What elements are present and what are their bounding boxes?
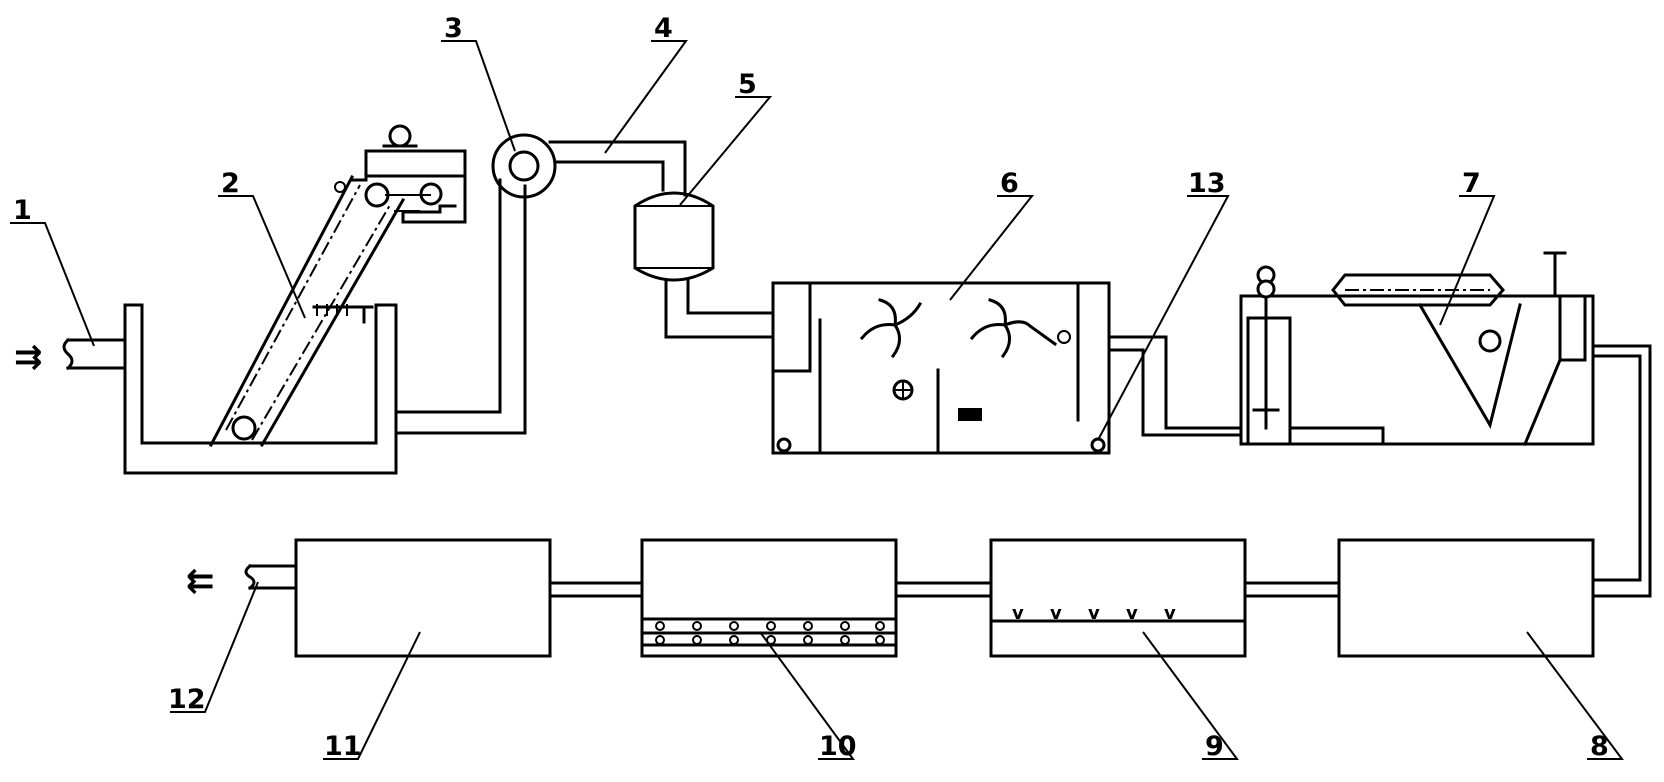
label-2: 2	[221, 168, 240, 199]
label-8: 8	[1590, 731, 1609, 762]
label-1: 1	[13, 195, 32, 226]
label-9: 9	[1205, 731, 1224, 762]
svg-text:v: v	[1012, 603, 1024, 624]
inlet-pipe: ⇉	[14, 337, 127, 377]
label-4: 4	[654, 13, 673, 44]
bar-screen-conveyor	[208, 124, 467, 448]
tank-8	[1337, 538, 1595, 658]
reaction-tank	[771, 281, 1111, 455]
upper-roller-icon	[364, 182, 390, 208]
leader-lines	[10, 40, 1624, 760]
lower-roller-icon	[231, 415, 257, 441]
pipe-4	[548, 140, 687, 197]
screen-tank	[123, 303, 398, 475]
pipe-6-7	[1107, 335, 1243, 437]
label-12: 12	[168, 684, 206, 715]
label-5: 5	[738, 69, 757, 100]
svg-text:v: v	[1050, 603, 1062, 624]
sensor-icon	[958, 408, 982, 421]
outlet-pipe: ⇇	[186, 561, 298, 601]
pipe-9-10	[894, 581, 993, 598]
svg-text:v: v	[1088, 603, 1100, 624]
dosing-tank	[633, 191, 715, 282]
label-7: 7	[1462, 168, 1481, 199]
svg-text:v: v	[1164, 603, 1176, 624]
outlet-arrow: ⇇	[186, 561, 215, 601]
tank-9: v v v v v	[989, 538, 1247, 658]
pipe-to-reactor	[664, 278, 775, 339]
scraper-valve-icon	[1478, 329, 1502, 353]
label-6: 6	[1000, 168, 1019, 199]
svg-text:v: v	[1126, 603, 1138, 624]
pipe-to-pump	[394, 178, 527, 435]
pipe-7-8	[1591, 344, 1652, 598]
pump	[491, 133, 557, 199]
motor-icon	[388, 124, 412, 148]
tank-10	[640, 538, 898, 658]
pipe-10-11	[548, 581, 644, 598]
flotation-tank	[1239, 251, 1595, 446]
label-11: 11	[324, 731, 362, 762]
tank-11	[294, 538, 552, 658]
label-3: 3	[444, 13, 463, 44]
inlet-arrow: ⇉	[14, 337, 43, 377]
label-13: 13	[1188, 168, 1226, 199]
pipe-8-9	[1243, 581, 1341, 598]
label-10: 10	[819, 731, 857, 762]
